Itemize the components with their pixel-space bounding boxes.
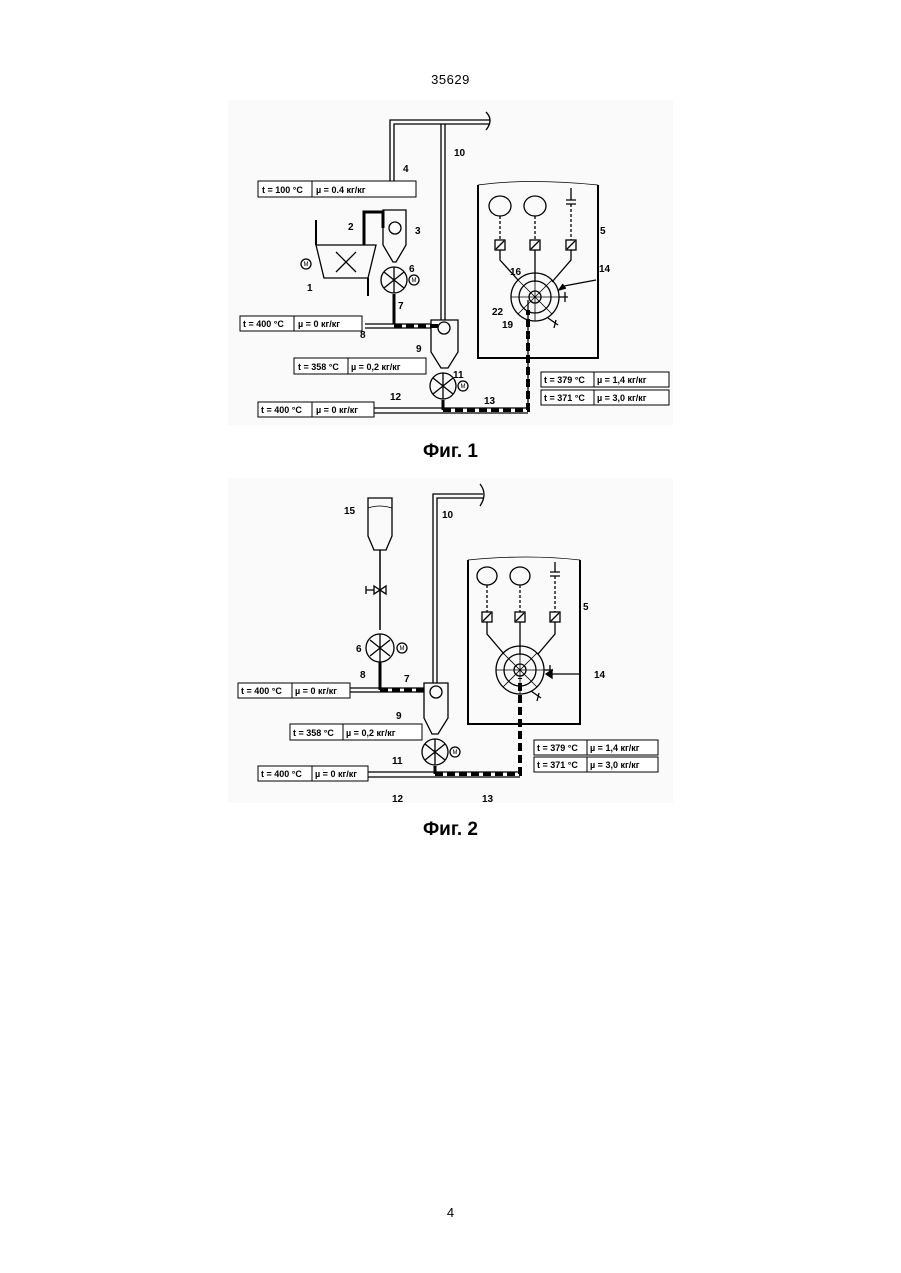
fig2-ref-5: 5 xyxy=(583,602,589,613)
fig2-box-b3-m: µ = 1,4 кг/кг xyxy=(590,743,640,753)
figure-1-diagram: t = 100 °C µ = 0.4 кг/кг t = 400 °C µ = … xyxy=(228,100,673,425)
fig2-ref-14: 14 xyxy=(594,670,606,681)
fig1-ref-19: 19 xyxy=(502,320,514,331)
fig2-box-b4-m: µ = 3,0 кг/кг xyxy=(590,760,640,770)
fig1-box-b3-m: µ = 0,2 кг/кг xyxy=(351,362,401,372)
figure-2-caption: Фиг. 2 xyxy=(0,819,901,841)
fig2-ref-10: 10 xyxy=(442,510,454,521)
fig1-box-b3-t: t = 358 °C xyxy=(298,362,339,372)
fig2-box-b2-m: µ = 0,2 кг/кг xyxy=(346,728,396,738)
fig2-box-b1-m: µ = 0 кг/кг xyxy=(295,686,337,696)
fig1-box-b4-m: µ = 1,4 кг/кг xyxy=(597,375,647,385)
fig1-box-b1-m: µ = 0.4 кг/кг xyxy=(316,185,366,195)
fig1-ref-4: 4 xyxy=(403,164,409,175)
fig2-ref-9: 9 xyxy=(396,711,402,722)
fig1-ref-13: 13 xyxy=(484,396,496,407)
fig2-box-b4-t: t = 371 °C xyxy=(537,760,578,770)
fig1-box-b5-m: µ = 3,0 кг/кг xyxy=(597,393,647,403)
fig2-ref-8: 8 xyxy=(360,670,366,681)
fig1-ref-16: 16 xyxy=(510,267,522,278)
fig2-box-b5-m: µ = 0 кг/кг xyxy=(315,769,357,779)
fig1-ref-9: 9 xyxy=(416,344,422,355)
fig1-ref-8: 8 xyxy=(360,330,366,341)
figure-1-caption: Фиг. 1 xyxy=(0,441,901,463)
fig1-ref-2: 2 xyxy=(348,222,354,233)
fig1-ref-1: 1 xyxy=(307,283,313,294)
fig1-box-b2-t: t = 400 °C xyxy=(243,319,284,329)
fig1-box-b6-t: t = 400 °C xyxy=(261,405,302,415)
fig1-ref-12: 12 xyxy=(390,392,402,403)
fig1-motor-6: М xyxy=(412,278,417,284)
fig1-box-b2-m: µ = 0 кг/кг xyxy=(298,319,340,329)
fig1-box-b5-t: t = 371 °C xyxy=(544,393,585,403)
fig1-ref-14: 14 xyxy=(599,264,611,275)
document-number: 35629 xyxy=(0,72,901,87)
fig2-motor-6: М xyxy=(400,646,405,652)
fig2-ref-6: 6 xyxy=(356,644,362,655)
fig2-ref-15: 15 xyxy=(344,506,356,517)
fig1-ref-22: 22 xyxy=(492,307,504,318)
fig1-box-b1-t: t = 100 °C xyxy=(262,185,303,195)
figure-2-diagram: t = 400 °C µ = 0 кг/кг t = 358 °C µ = 0,… xyxy=(228,478,673,803)
fig1-ref-5: 5 xyxy=(600,226,606,237)
fig2-ref-13: 13 xyxy=(482,794,494,803)
fig2-box-b5-t: t = 400 °C xyxy=(261,769,302,779)
fig2-box-b3-t: t = 379 °C xyxy=(537,743,578,753)
fig1-ref-10: 10 xyxy=(454,148,466,159)
fig2-ref-11: 11 xyxy=(392,756,403,767)
fig1-ref-11: 11 xyxy=(453,370,464,381)
page-number: 4 xyxy=(0,1205,901,1220)
fig2-box-b2-t: t = 358 °C xyxy=(293,728,334,738)
fig1-ref-7: 7 xyxy=(398,301,404,312)
fig1-motor-11: М xyxy=(461,384,466,390)
fig1-ref-6: 6 xyxy=(409,264,415,275)
fig2-ref-12: 12 xyxy=(392,794,404,803)
fig2-motor-11: М xyxy=(453,750,458,756)
fig2-ref-7: 7 xyxy=(404,674,410,685)
fig2-box-b1-t: t = 400 °C xyxy=(241,686,282,696)
fig1-box-b6-m: µ = 0 кг/кг xyxy=(316,405,358,415)
fig1-box-b4-t: t = 379 °C xyxy=(544,375,585,385)
fig1-ref-3: 3 xyxy=(415,226,421,237)
fig1-motor-1: М xyxy=(304,262,309,268)
